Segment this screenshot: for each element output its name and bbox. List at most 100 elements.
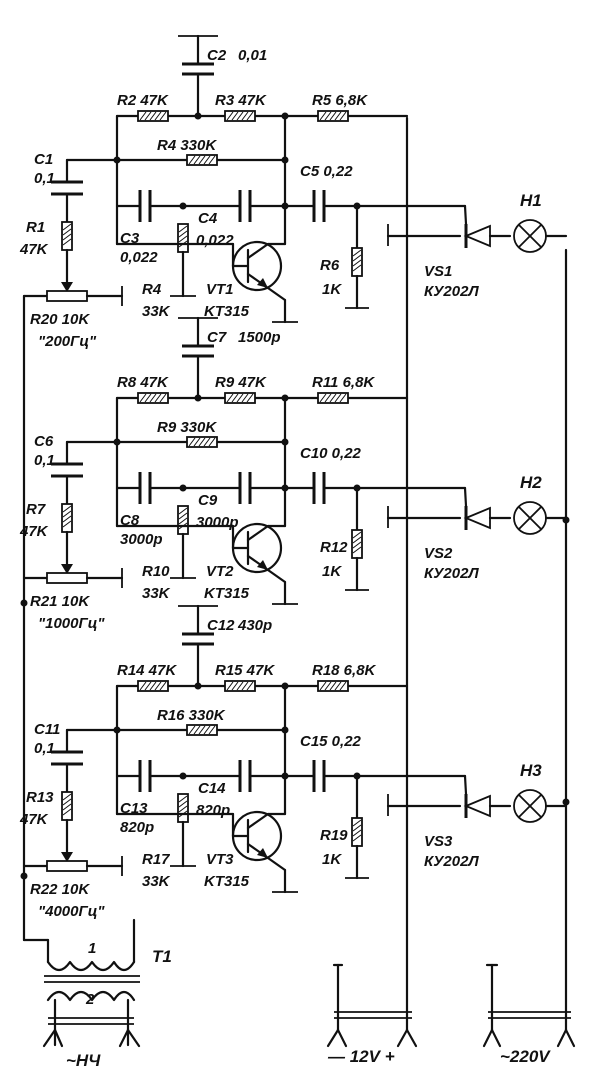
hatch [139,393,147,403]
hatch [352,259,362,267]
label-vt: VT1 [206,281,234,298]
label-frequency: "4000Гц" [38,903,105,920]
capacitor-top [182,344,214,358]
label-c3: C3 [120,230,140,247]
capacitor-c3 [138,472,152,504]
label-c-top: C2 [207,47,227,64]
hatch [352,536,362,544]
wire [246,812,270,830]
supply-12v-label: — 12V + [327,1047,395,1066]
label-pot: R22 10K [30,881,90,898]
hatch [329,111,337,121]
hatch [236,393,244,403]
hatch [203,155,211,165]
capacitor-c5 [312,760,326,792]
capacitor-c3 [138,760,152,792]
hatch [62,798,72,806]
label-vt: VT2 [206,563,234,580]
hatch [246,681,254,691]
label-r6: R19 [320,827,348,844]
label-r1: R13 [26,789,54,806]
hatch [178,795,188,803]
label-c-top: C7 [207,329,227,346]
junction-dot [113,438,121,446]
hatch [139,111,147,121]
hatch [62,520,72,528]
wire [518,224,542,248]
hatch [208,437,216,447]
hatch [178,512,188,520]
value-c4: 820p [196,802,230,819]
hatch [231,681,239,691]
value-r6: 1K [322,851,342,868]
resistor-r6-body [351,529,363,559]
resistor-r1 [61,791,73,821]
hatch [352,824,362,832]
capacitor-c1 [51,750,83,766]
hatch [226,393,234,403]
label-r5: R5 6,8K [312,92,368,109]
resistor-r4 [186,724,218,736]
hatch [324,393,332,403]
hatch [144,393,152,403]
value-c4: 0,022 [196,232,234,249]
resistor-r2 [137,680,169,692]
hatch [352,834,362,842]
label-c1: C11 [34,721,60,738]
resistor-r1 [61,221,73,251]
label-pot: R21 10K [30,593,90,610]
common-wires [20,116,570,1032]
hatch [149,393,157,403]
hatch [203,437,211,447]
hatch [159,393,167,403]
wire [463,774,468,796]
label-c3: C8 [120,512,140,529]
capacitor-c4 [238,472,252,504]
wire [266,568,287,584]
value-c1: 0,1 [34,170,55,187]
hatch [246,111,254,121]
hatch [154,681,162,691]
hatch [178,517,188,525]
label-lamp: H3 [520,761,542,780]
hatch [198,155,206,165]
hatch [139,681,147,691]
resistor-rb [177,793,189,823]
hatch [352,829,362,837]
value-r6: 1K [322,563,342,580]
hatch [352,819,362,827]
hatch [203,725,211,735]
resistor-r3 [224,392,256,404]
resistor-r1-body [61,221,73,251]
label-c4: C14 [198,780,226,797]
value-c1: 0,1 [34,452,55,469]
hatch [236,681,244,691]
value-c1: 0,1 [34,740,55,757]
value-c-top: 430p [237,617,272,634]
junction-dot [194,394,202,402]
potentiometer [46,860,88,872]
resistor-r6-body [351,817,363,847]
hatch [246,393,254,403]
label-rb: R17 [142,851,170,868]
hatch [144,111,152,121]
hatch [188,155,196,165]
input-label: ~НЧ [66,1051,101,1070]
thyristor-triangle [463,506,491,530]
label-c3: C13 [120,800,148,817]
emitter-arrow [257,560,268,570]
hatch [329,681,337,691]
resistor-r3 [224,110,256,122]
value-vt: KT315 [204,873,250,890]
label-r3: R9 47K [215,374,267,391]
hatch [231,111,239,121]
label-c4: C9 [198,492,218,509]
label-r3: R15 47K [215,662,275,679]
t1-winding1: 1 [88,940,96,957]
hatch [352,546,362,554]
label-c4: C4 [198,210,218,227]
hatch [226,111,234,121]
label-pot: R20 10K [30,311,90,328]
